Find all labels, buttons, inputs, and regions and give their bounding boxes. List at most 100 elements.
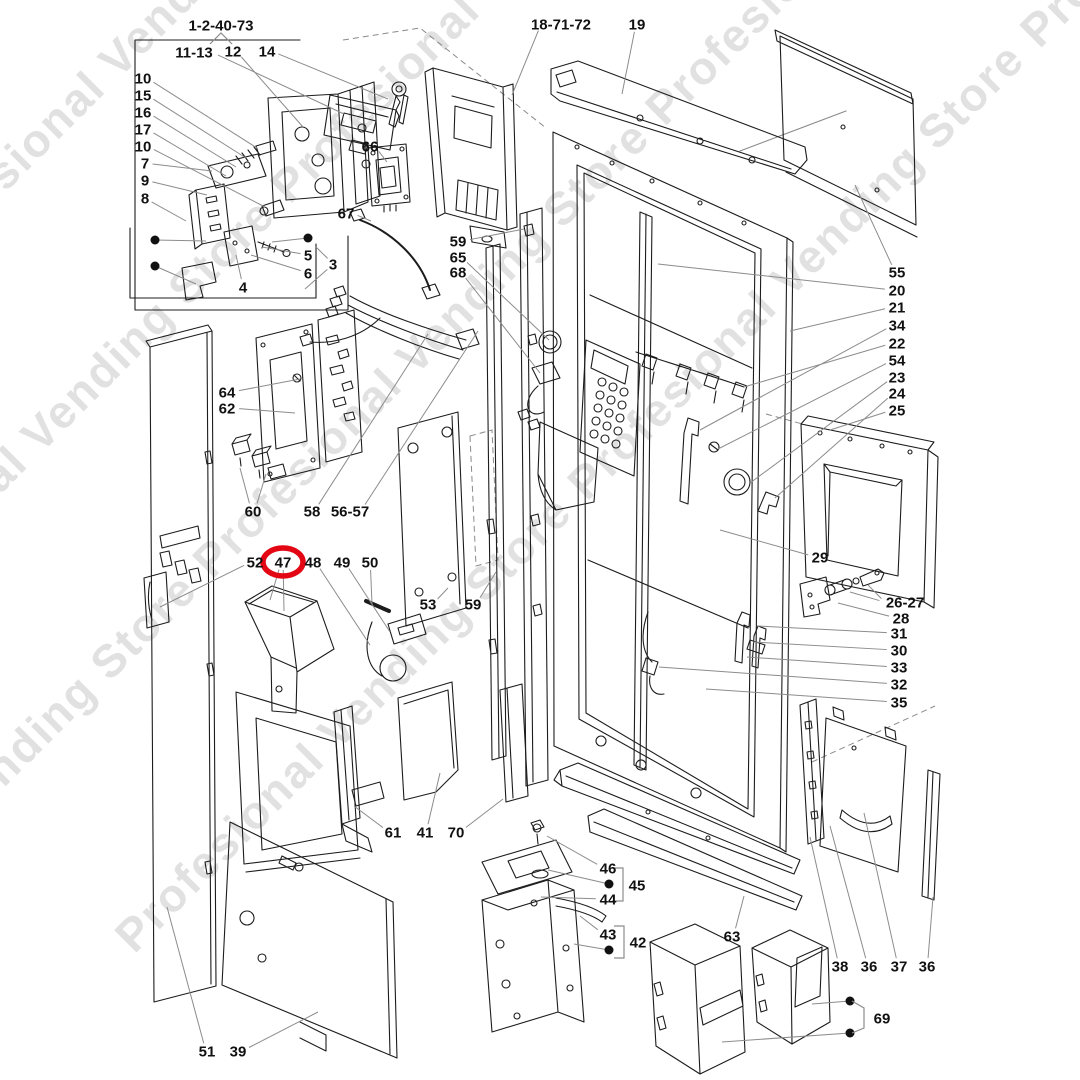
panel-18-71-72 bbox=[424, 67, 518, 249]
part-callout: 48 bbox=[305, 554, 322, 571]
cable-67-connectors bbox=[349, 208, 441, 300]
part-callout: 43 bbox=[600, 926, 617, 943]
pin-50 bbox=[364, 599, 391, 613]
part-callout: 47 bbox=[275, 554, 292, 571]
part-callout: 8 bbox=[141, 190, 149, 207]
part-callout: 11-13 bbox=[175, 44, 213, 61]
part-callout: 33 bbox=[891, 659, 908, 676]
pcb-screw bbox=[292, 373, 302, 383]
leader-line bbox=[829, 825, 867, 959]
bullet-leader-line bbox=[154, 239, 207, 242]
part-callout: 67 bbox=[338, 205, 355, 222]
side-panel-36-37 bbox=[819, 706, 907, 873]
power-pcb-66 bbox=[367, 143, 411, 213]
leader-line bbox=[657, 263, 885, 290]
rear-tray-panel-25 bbox=[800, 415, 939, 609]
lock-bracket-28 bbox=[799, 576, 831, 618]
leader-line bbox=[152, 181, 208, 196]
leader-line bbox=[159, 564, 245, 608]
bullet-leader-line bbox=[573, 943, 610, 951]
connector-68 bbox=[517, 361, 561, 431]
part-callout: 55 bbox=[889, 264, 906, 281]
bullet-marker bbox=[303, 233, 313, 243]
assembly-axis-lines bbox=[765, 413, 936, 763]
part-callout: 61 bbox=[385, 824, 402, 841]
part-callout: 32 bbox=[891, 676, 908, 693]
delivery-tray bbox=[537, 421, 599, 511]
part-callout: 24 bbox=[889, 385, 906, 402]
leader-line bbox=[863, 812, 897, 959]
coin-bezel-ring-23 bbox=[723, 468, 751, 496]
part-callout: 29 bbox=[812, 549, 829, 566]
part-callout: 59 bbox=[465, 596, 482, 613]
part-callout: 26-27 bbox=[886, 594, 924, 611]
part-callout: 22 bbox=[889, 335, 906, 352]
part-callout: 10 bbox=[135, 70, 152, 87]
leader-line bbox=[699, 328, 887, 431]
part-callout: 46 bbox=[600, 860, 617, 877]
part-callout: 15 bbox=[135, 87, 152, 104]
leader-line bbox=[153, 115, 237, 168]
part-callout: 45 bbox=[629, 877, 646, 894]
leader-line bbox=[717, 363, 887, 450]
part-callout: 54 bbox=[889, 352, 906, 369]
part-callout: 19 bbox=[629, 16, 646, 33]
leader-line bbox=[719, 529, 809, 556]
cable-67 bbox=[359, 219, 431, 291]
harness-22 bbox=[635, 351, 748, 413]
part-callout: 21 bbox=[889, 299, 906, 316]
part-callout: 36 bbox=[919, 958, 936, 975]
door-inner-mullion bbox=[587, 211, 753, 771]
leader-line bbox=[427, 772, 441, 825]
coin-box-tower-42 bbox=[481, 869, 585, 1033]
bullet-marker bbox=[604, 945, 614, 955]
selection-keypad-panel bbox=[579, 339, 641, 477]
bullet-leader-line bbox=[547, 869, 610, 885]
lock-26-27 bbox=[824, 568, 885, 596]
bullet-leader-line bbox=[721, 1032, 851, 1043]
leader-line bbox=[348, 568, 391, 633]
leader-line bbox=[546, 835, 598, 865]
bracket-line bbox=[209, 32, 233, 45]
leader-line bbox=[756, 625, 887, 634]
part-callout: 17 bbox=[135, 121, 152, 138]
cash-bucket-left bbox=[649, 923, 746, 1075]
part-callout: 51 bbox=[199, 1043, 216, 1060]
leader-line bbox=[829, 411, 886, 431]
leader-line bbox=[364, 330, 479, 505]
leader-line bbox=[849, 591, 880, 602]
bracket-line bbox=[851, 1000, 865, 1034]
part-callout: 9 bbox=[141, 172, 149, 189]
part-callout: 7 bbox=[141, 155, 149, 172]
top-beam-19 bbox=[550, 60, 808, 175]
part-callout: 65 bbox=[450, 249, 467, 266]
leader-line bbox=[465, 798, 504, 828]
part-callout: 52 bbox=[247, 554, 264, 571]
leader-line bbox=[166, 906, 205, 1044]
leader-line bbox=[239, 467, 250, 504]
parts-artwork bbox=[129, 29, 941, 1075]
leader-line bbox=[479, 571, 497, 598]
part-callout: 66 bbox=[362, 138, 379, 155]
part-callout: 35 bbox=[891, 694, 908, 711]
watermark-text: Profesional Vending Store bbox=[0, 562, 207, 1039]
part-callout: 44 bbox=[600, 891, 617, 908]
leader-line bbox=[357, 214, 372, 222]
part-callout: 63 bbox=[724, 928, 741, 945]
leader-line bbox=[315, 246, 328, 259]
door-outer-frame bbox=[552, 131, 794, 853]
part-callout: 50 bbox=[362, 554, 379, 571]
leader-line bbox=[319, 568, 371, 646]
part-callout: 6 bbox=[304, 265, 312, 282]
leader-line bbox=[152, 163, 213, 172]
bullet-marker bbox=[845, 996, 855, 1006]
part-callout: 10 bbox=[135, 138, 152, 155]
part-callout: 60 bbox=[245, 503, 262, 520]
leader-line bbox=[239, 408, 296, 414]
leader-line bbox=[735, 895, 745, 929]
red-highlight-circle bbox=[260, 545, 306, 579]
leader-line bbox=[658, 666, 887, 684]
latch-plate bbox=[223, 225, 259, 267]
part-callout: 64 bbox=[219, 384, 236, 401]
